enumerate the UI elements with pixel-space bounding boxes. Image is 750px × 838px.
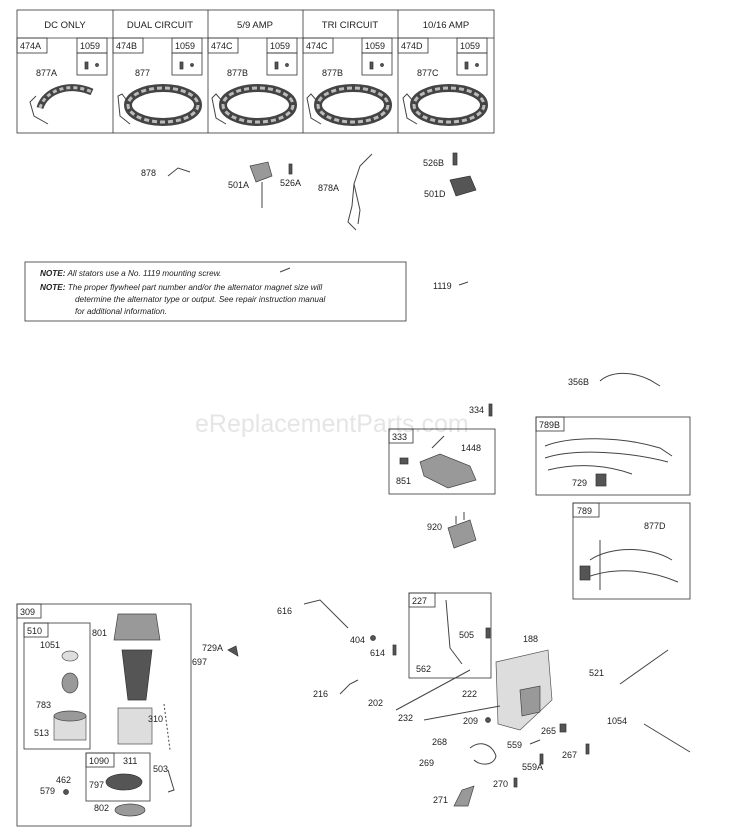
callout-501A: 501A — [228, 180, 249, 190]
screw-1059-d-label: 1059 — [365, 41, 385, 51]
callout-1054: 1054 — [607, 716, 627, 726]
callout-559: 559 — [507, 740, 522, 750]
screw-1059-e-label: 1059 — [460, 41, 480, 51]
starter-assembly: 309 510 1051 783 513 801 310 1090 311 79… — [16, 603, 192, 827]
kit-474C-label: 474C — [211, 41, 233, 51]
kit-474D-label: 474D — [401, 41, 423, 51]
callout-579: 579 — [40, 786, 55, 796]
callout-462: 462 — [56, 775, 71, 785]
stator-kit-table: DC ONLY DUAL CIRCUIT 5/9 AMP TRI CIRCUIT… — [16, 9, 495, 134]
callout-503: 503 — [153, 764, 168, 774]
callout-802: 802 — [94, 803, 109, 813]
screw-1059-c-label: 1059 — [270, 41, 290, 51]
header-10-16-amp: 10/16 AMP — [423, 20, 469, 31]
callout-526B: 526B — [423, 158, 444, 168]
callout-616: 616 — [277, 606, 292, 616]
note-line-1: All stators use a No. 1119 mounting scre… — [66, 269, 221, 278]
middle-right-parts: 356B 334 333 1448 851 789B 729 789 877D … — [388, 372, 691, 600]
callout-510: 510 — [27, 626, 42, 636]
callout-789: 789 — [577, 506, 592, 516]
callout-333: 333 — [392, 432, 407, 442]
callout-797: 797 — [89, 780, 104, 790]
note-line-4: for additional information. — [75, 307, 167, 316]
control-parts: 729A 697 616 404 614 227 505 562 188 521… — [192, 592, 691, 807]
header-dc-only: DC ONLY — [44, 20, 86, 31]
callout-309: 309 — [20, 607, 35, 617]
callout-404: 404 — [350, 635, 365, 645]
callout-227: 227 — [412, 596, 427, 606]
note-line-2: The proper flywheel part number and/or t… — [68, 283, 323, 292]
stator-5-9-amp-icon — [211, 84, 297, 126]
callout-513: 513 — [34, 728, 49, 738]
screw-1059-b-label: 1059 — [175, 41, 195, 51]
stator-dual-circuit-icon — [117, 84, 202, 126]
callout-1119: 1119 — [433, 281, 452, 291]
callout-526A: 526A — [280, 178, 301, 188]
callout-265: 265 — [541, 726, 556, 736]
callout-562: 562 — [416, 664, 431, 674]
stator-10-16-amp-icon — [402, 84, 488, 126]
callout-851: 851 — [396, 476, 411, 486]
callout-310: 310 — [148, 714, 163, 724]
callout-188: 188 — [523, 634, 538, 644]
callout-268: 268 — [432, 737, 447, 747]
callout-614: 614 — [370, 648, 385, 658]
callout-729A: 729A — [202, 643, 223, 653]
stator-877A-label: 877A — [36, 68, 57, 78]
callout-271: 271 — [433, 795, 448, 805]
header-5-9-amp: 5/9 AMP — [237, 20, 273, 31]
stator-877B-b-label: 877B — [322, 68, 343, 78]
callout-222: 222 — [462, 689, 477, 699]
callout-1090: 1090 — [89, 756, 109, 766]
callout-202: 202 — [368, 698, 383, 708]
callout-232: 232 — [398, 713, 413, 723]
svg-text:NOTE: All stators use a No. 11: NOTE: All stators use a No. 1119 mountin… — [40, 269, 221, 278]
callout-878A: 878A — [318, 183, 339, 193]
callout-501D: 501D — [424, 189, 446, 199]
callout-521: 521 — [589, 668, 604, 678]
callout-783: 783 — [36, 700, 51, 710]
callout-878: 878 — [141, 168, 156, 178]
callout-209: 209 — [463, 716, 478, 726]
callout-1448: 1448 — [461, 443, 481, 453]
note-label-1: NOTE: — [40, 269, 66, 278]
callout-801: 801 — [92, 628, 107, 638]
callout-356B: 356B — [568, 377, 589, 387]
screw-1059-a-label: 1059 — [80, 41, 100, 51]
kit-474B-label: 474B — [116, 41, 137, 51]
callout-505: 505 — [459, 630, 474, 640]
callout-877D: 877D — [644, 521, 666, 531]
note-line-3: determine the alternator type or output.… — [75, 295, 325, 304]
callout-270: 270 — [493, 779, 508, 789]
callout-789B: 789B — [539, 420, 560, 430]
watermark-text: eReplacementParts.com — [195, 410, 469, 438]
screw-icons — [84, 61, 479, 70]
note-box: NOTE: All stators use a No. 1119 mountin… — [24, 261, 407, 322]
note-label-2: NOTE: — [40, 283, 66, 292]
kit-474C-tri-label: 474C — [306, 41, 328, 51]
callout-216: 216 — [313, 689, 328, 699]
svg-text:NOTE: The proper flywheel part: NOTE: The proper flywheel part number an… — [40, 283, 322, 292]
stator-877-label: 877 — [135, 68, 150, 78]
callout-729: 729 — [572, 478, 587, 488]
callout-1051: 1051 — [40, 640, 60, 650]
callout-559A: 559A — [522, 762, 543, 772]
header-tri-circuit: TRI CIRCUIT — [322, 20, 379, 31]
kit-474A-label: 474A — [20, 41, 41, 51]
callout-920: 920 — [427, 522, 442, 532]
stator-877C-label: 877C — [417, 68, 439, 78]
stator-tri-circuit-icon — [306, 84, 392, 126]
callout-267: 267 — [562, 750, 577, 760]
callout-311: 311 — [123, 756, 137, 766]
callout-269: 269 — [419, 758, 434, 768]
callout-697: 697 — [192, 657, 207, 667]
loose-parts: 878 501A 526A 878A 526B 501D — [141, 152, 477, 231]
stator-dc-only-icon — [29, 84, 94, 125]
stator-877B-a-label: 877B — [227, 68, 248, 78]
header-dual-circuit: DUAL CIRCUIT — [127, 20, 193, 31]
callout-334: 334 — [469, 405, 484, 415]
